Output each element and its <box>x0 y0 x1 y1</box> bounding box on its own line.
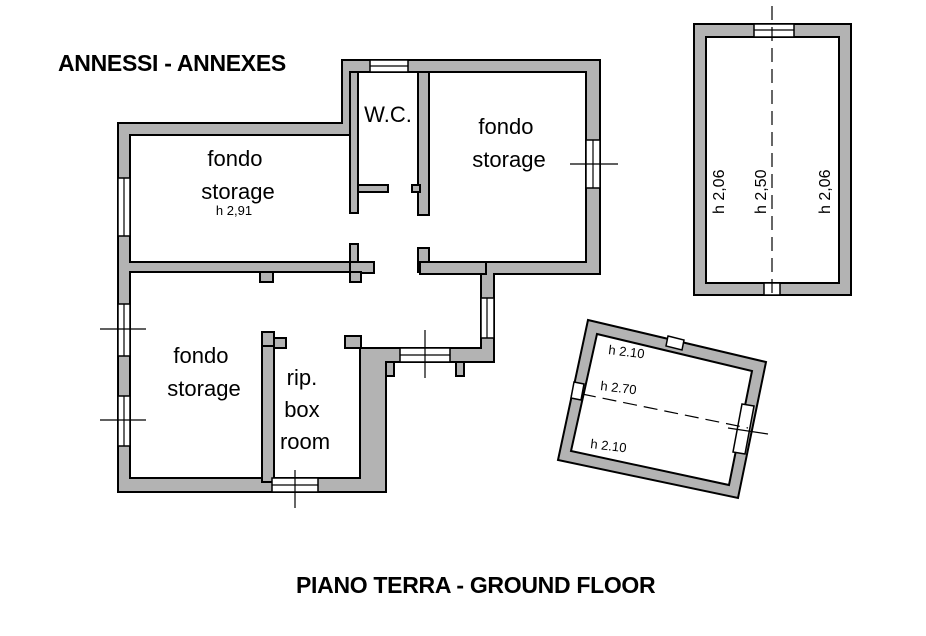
storage-east-label: fondo storage <box>472 114 545 172</box>
partition-wc-west <box>349 71 359 214</box>
partition-wc-west-lower <box>349 243 359 263</box>
annex-small-height-north: h 2.10 <box>608 342 646 361</box>
storage-west-height: h 2,91 <box>216 203 252 218</box>
wc-label: W.C. <box>364 102 412 127</box>
wc-door-stub-right <box>411 184 421 193</box>
ground-floor-title: PIANO TERRA - GROUND FLOOR <box>296 572 656 598</box>
partition-wc-east <box>417 71 430 216</box>
storage-east-line-1: fondo <box>478 114 533 139</box>
annex-small-ridge-line <box>581 393 749 429</box>
annex-small-window-north <box>665 335 685 351</box>
annex-small: h 2.10 h 2.70 h 2.10 <box>556 318 769 500</box>
annex-small-height-center: h 2.70 <box>600 378 638 397</box>
box-room-line-2: box <box>284 397 319 422</box>
storage-west-line-2: storage <box>201 179 274 204</box>
wall-stub-1 <box>259 271 274 283</box>
annex-small-height-south: h 2.10 <box>590 436 628 455</box>
storage-east-line-2: storage <box>472 147 545 172</box>
annexes-title: ANNESSI - ANNEXES <box>58 50 286 76</box>
partition-boxroom-west <box>261 331 275 483</box>
annex-small-window-west <box>570 381 585 401</box>
wall-stub-2 <box>349 271 362 283</box>
box-room-line-3: room <box>280 429 330 454</box>
box-room-label: rip. box room <box>280 365 330 454</box>
annex-right-height-west: h 2,06 <box>711 169 728 214</box>
annex-right: h 2,06 h 2,50 h 2,06 <box>693 6 852 296</box>
storage-west-line-1: fondo <box>207 146 262 171</box>
storage-southwest-label: fondo storage <box>167 343 240 401</box>
wall-foot-2 <box>455 361 465 377</box>
annex-right-height-east: h 2,06 <box>817 169 834 214</box>
annex-small-walls <box>556 318 768 500</box>
storage-southwest-line-2: storage <box>167 376 240 401</box>
box-room-line-1: rip. <box>287 365 318 390</box>
wall-foot-1 <box>385 361 395 377</box>
boxroom-door-stub <box>344 335 362 349</box>
storage-southwest-line-1: fondo <box>173 343 228 368</box>
annex-right-height-center: h 2,50 <box>753 169 770 214</box>
annex-small-window-east <box>732 403 755 455</box>
boxroom-door-stub-2 <box>273 337 287 349</box>
main-building: fondo storage h 2,91 W.C. fondo storage … <box>100 59 618 508</box>
wc-door-stub-left <box>357 184 389 193</box>
partition-storage-east <box>419 261 487 275</box>
boxroom-corner <box>261 331 275 347</box>
storage-west-label: fondo storage <box>201 146 274 204</box>
